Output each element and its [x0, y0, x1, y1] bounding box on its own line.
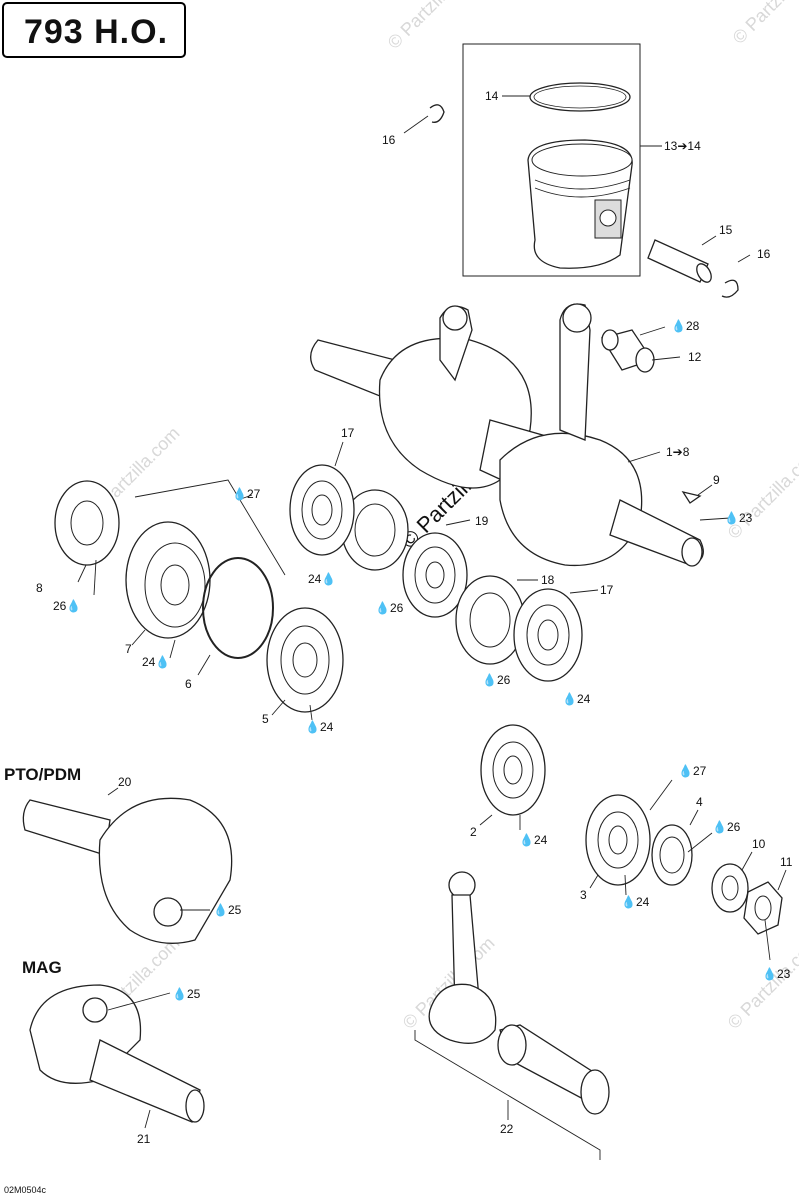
callout-8: 8 [36, 581, 43, 595]
piston-kit [462, 43, 641, 277]
callout-3: 3 [580, 888, 587, 902]
model-title-box: 793 H.O. [2, 2, 186, 58]
callout-26: 💧26 [375, 601, 404, 615]
circlip-16-right [721, 279, 739, 298]
woodruff-key-9 [681, 491, 702, 504]
bearing-3 [585, 794, 651, 886]
callout-26: 💧26 [482, 673, 511, 687]
callout-22: 22 [500, 1122, 514, 1136]
callout-18: 18 [541, 573, 555, 587]
callout-25: 💧25 [213, 903, 242, 917]
callout-15: 15 [719, 223, 733, 237]
nut-11 [743, 881, 783, 935]
ball-bearing-17-left [289, 464, 355, 556]
crankshaft-assembly [310, 303, 704, 567]
washer-10 [711, 863, 749, 913]
callout-9: 9 [713, 473, 720, 487]
drawing-code: 02M0504c [4, 1185, 47, 1195]
bearing-5 [266, 607, 344, 713]
callout-27: 💧27 [232, 487, 261, 501]
callout-7: 7 [125, 642, 132, 656]
connecting-rod-22 [428, 871, 610, 1115]
watermark: © Partzilla.com [724, 933, 799, 1033]
callout-24: 💧24 [305, 720, 334, 734]
oil-seal-center [341, 489, 409, 571]
callout-12: 12 [688, 350, 702, 364]
bearing-7 [125, 521, 211, 639]
o-ring-6 [202, 557, 274, 659]
callout-5: 5 [262, 712, 269, 726]
callout-16: 16 [382, 133, 396, 147]
callout-24: 💧24 [519, 833, 548, 847]
seal-18 [455, 575, 525, 665]
callout-21: 21 [137, 1132, 151, 1146]
piston-pin [647, 239, 712, 283]
callout-20: 20 [118, 775, 132, 789]
mag-crank-half-21 [29, 984, 205, 1123]
callout-17: 17 [600, 583, 614, 597]
callout-11: 11 [780, 855, 793, 869]
watermark: © Partzilla.com [724, 443, 799, 543]
leader-lines [77, 95, 787, 1129]
seal-8 [54, 480, 120, 566]
callout-16: 16 [757, 247, 771, 261]
kit-bracket-upper [134, 479, 286, 576]
bearing-2 [480, 724, 546, 816]
callout-28: 💧28 [671, 319, 700, 333]
seal-4 [651, 824, 693, 886]
callout-24: 💧24 [562, 692, 591, 706]
callout-19: 19 [475, 514, 489, 528]
callout-13: 13➔14 [664, 139, 701, 153]
callout-23: 💧23 [762, 967, 791, 981]
callout-27: 💧27 [678, 764, 707, 778]
model-title: 793 H.O. [23, 13, 169, 51]
callout-23: 💧23 [724, 511, 753, 525]
callout-24: 💧24 [621, 895, 650, 909]
gear-19 [402, 532, 468, 618]
callout-2: 2 [470, 825, 477, 839]
mag-label: MAG [22, 958, 62, 977]
needle-bearing-28 [600, 329, 655, 373]
callout-24: 24💧 [142, 655, 170, 669]
watermark: © Partzilla.com [729, 0, 799, 48]
callout-14: 14 [485, 89, 499, 103]
callout-26: 26💧 [53, 599, 81, 613]
circlip-16-top [429, 104, 445, 123]
callout-26: 💧26 [712, 820, 741, 834]
ball-bearing-17-right [513, 588, 583, 682]
pto-pdm-label: PTO/PDM [4, 765, 82, 784]
callout-labels: 14 13➔14 16 15 16 💧28 12 1➔8 9 💧23 17 💧2… [36, 89, 793, 1146]
callout-6: 6 [185, 677, 192, 691]
callout-10: 10 [752, 837, 766, 851]
callout-17: 17 [341, 426, 355, 440]
watermark: © Partzilla.com [384, 0, 484, 53]
pto-crank-half-20 [22, 797, 233, 944]
kit-bracket-lower [414, 1030, 601, 1160]
callout-24: 24💧 [308, 572, 336, 586]
callout-25: 💧25 [172, 987, 201, 1001]
callout-4: 4 [696, 795, 703, 809]
callout-1-8: 1➔8 [666, 445, 690, 459]
